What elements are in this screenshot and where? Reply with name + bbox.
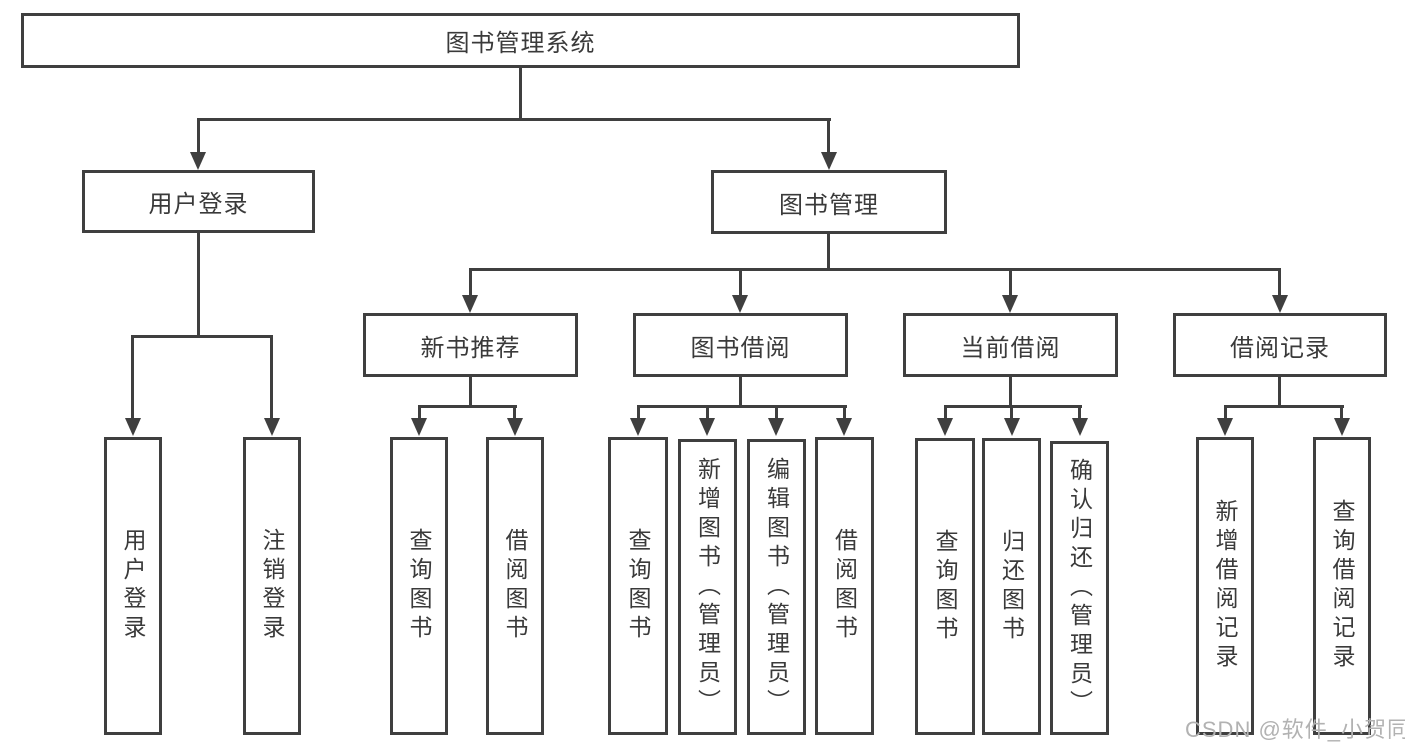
leaf-query-books-1-label: 查询图书 xyxy=(406,528,432,644)
leaf-query-borrow-record: 查询借阅记录 xyxy=(1313,437,1371,735)
node-borrowing-records: 借阅记录 xyxy=(1173,313,1387,377)
connector-to-book-mgmt-stem xyxy=(827,118,830,154)
arrow-down-icon xyxy=(411,418,427,436)
arrow-down-icon xyxy=(1004,418,1020,436)
connector-borrowing-stem xyxy=(739,377,742,408)
connector-to-current-stem xyxy=(1009,268,1012,298)
node-new-book-recommendation-label: 新书推荐 xyxy=(420,334,521,362)
connector-new-books-hbar xyxy=(418,405,517,408)
leaf-add-borrow-record: 新增借阅记录 xyxy=(1196,437,1254,735)
connector-leaf-stem xyxy=(637,405,640,421)
leaf-logout: 注销登录 xyxy=(243,437,301,735)
connector-leaf-stem xyxy=(843,405,846,421)
leaf-borrow-books-1-label: 借阅图书 xyxy=(502,528,528,644)
connector-leaf-stem xyxy=(1078,405,1081,421)
leaf-confirm-return-admin-label: 确认归还（管理员） xyxy=(1066,457,1093,719)
leaf-query-borrow-record-label: 查询借阅记录 xyxy=(1329,499,1355,673)
leaf-query-books-1: 查询图书 xyxy=(390,437,448,735)
arrow-down-icon xyxy=(264,418,280,436)
connector-leaf-stem xyxy=(1224,405,1227,421)
node-book-borrowing: 图书借阅 xyxy=(633,313,848,377)
arrow-down-icon xyxy=(821,152,837,170)
node-user-login-label: 用户登录 xyxy=(148,191,249,218)
connector-leaf-stem xyxy=(131,335,134,421)
connector-records-stem xyxy=(1278,377,1281,408)
connector-to-user-login-stem xyxy=(197,118,200,154)
connector-leaf-stem xyxy=(706,405,709,421)
connector-leaf-stem xyxy=(775,405,778,421)
connector-to-records-stem xyxy=(1278,268,1281,298)
connector-leaf-stem xyxy=(270,335,273,421)
connector-book-mgmt-stem xyxy=(827,234,830,271)
node-new-book-recommendation: 新书推荐 xyxy=(363,313,578,377)
node-current-borrowing-label: 当前借阅 xyxy=(960,334,1061,362)
node-user-login: 用户登录 xyxy=(82,170,315,233)
arrow-down-icon xyxy=(630,418,646,436)
connector-user-login-hbar xyxy=(131,335,273,338)
leaf-add-books-admin-label: 新增图书（管理员） xyxy=(694,456,721,718)
arrow-down-icon xyxy=(732,295,748,313)
connector-to-new-books-stem xyxy=(469,268,472,298)
leaf-borrow-books-2-label: 借阅图书 xyxy=(831,528,858,644)
arrow-down-icon xyxy=(836,418,852,436)
arrow-down-icon xyxy=(1272,295,1288,313)
connector-records-hbar xyxy=(1224,405,1344,408)
connector-root-stem xyxy=(519,67,522,121)
leaf-query-books-2-label: 查询图书 xyxy=(625,528,651,644)
connector-current-hbar xyxy=(944,405,1082,408)
leaf-edit-books-admin: 编辑图书（管理员） xyxy=(747,439,806,735)
node-current-borrowing: 当前借阅 xyxy=(903,313,1118,377)
arrow-down-icon xyxy=(1334,418,1350,436)
leaf-edit-books-admin-label: 编辑图书（管理员） xyxy=(763,456,790,718)
connector-leaf-stem xyxy=(944,405,947,421)
arrow-down-icon xyxy=(190,152,206,170)
arrow-down-icon xyxy=(768,418,784,436)
leaf-query-books-3-label: 查询图书 xyxy=(932,528,958,645)
leaf-query-books-3: 查询图书 xyxy=(915,438,975,735)
leaf-add-books-admin: 新增图书（管理员） xyxy=(678,439,737,735)
arrow-down-icon xyxy=(699,418,715,436)
leaf-return-books: 归还图书 xyxy=(982,438,1041,735)
connector-leaf-stem xyxy=(1340,405,1343,421)
connector-new-books-stem xyxy=(469,377,472,408)
leaf-user-login: 用户登录 xyxy=(104,437,162,735)
csdn-watermark: CSDN @软件_小贺同学 xyxy=(1185,717,1405,742)
arrow-down-icon xyxy=(1002,295,1018,313)
connector-current-stem xyxy=(1009,377,1012,408)
leaf-borrow-books-2: 借阅图书 xyxy=(815,437,874,735)
connector-leaf-stem xyxy=(513,405,516,421)
root-node-library-system: 图书管理系统 xyxy=(21,13,1020,68)
node-book-management: 图书管理 xyxy=(711,170,947,234)
arrow-down-icon xyxy=(462,295,478,313)
leaf-add-borrow-record-label: 新增借阅记录 xyxy=(1212,499,1238,673)
connector-root-hbar xyxy=(197,118,831,121)
arrow-down-icon xyxy=(1072,418,1088,436)
connector-book-mgmt-hbar xyxy=(469,268,1281,271)
leaf-query-books-2: 查询图书 xyxy=(608,437,668,735)
connector-leaf-stem xyxy=(418,405,421,421)
connector-leaf-stem xyxy=(1010,405,1013,421)
arrow-down-icon xyxy=(1217,418,1233,436)
leaf-borrow-books-1: 借阅图书 xyxy=(486,437,544,735)
node-book-borrowing-label: 图书借阅 xyxy=(690,334,791,362)
leaf-user-login-label: 用户登录 xyxy=(120,528,146,644)
leaf-confirm-return-admin: 确认归还（管理员） xyxy=(1050,441,1109,735)
connector-user-login-stem xyxy=(197,233,200,338)
arrow-down-icon xyxy=(507,418,523,436)
arrow-down-icon xyxy=(937,418,953,436)
leaf-logout-label: 注销登录 xyxy=(259,528,285,644)
node-borrowing-records-label: 借阅记录 xyxy=(1230,334,1330,362)
node-book-management-label: 图书管理 xyxy=(779,191,879,219)
leaf-return-books-label: 归还图书 xyxy=(998,528,1025,645)
root-node-label: 图书管理系统 xyxy=(445,30,596,57)
connector-borrowing-hbar xyxy=(637,405,847,408)
arrow-down-icon xyxy=(125,418,141,436)
connector-to-borrowing-stem xyxy=(739,268,742,298)
